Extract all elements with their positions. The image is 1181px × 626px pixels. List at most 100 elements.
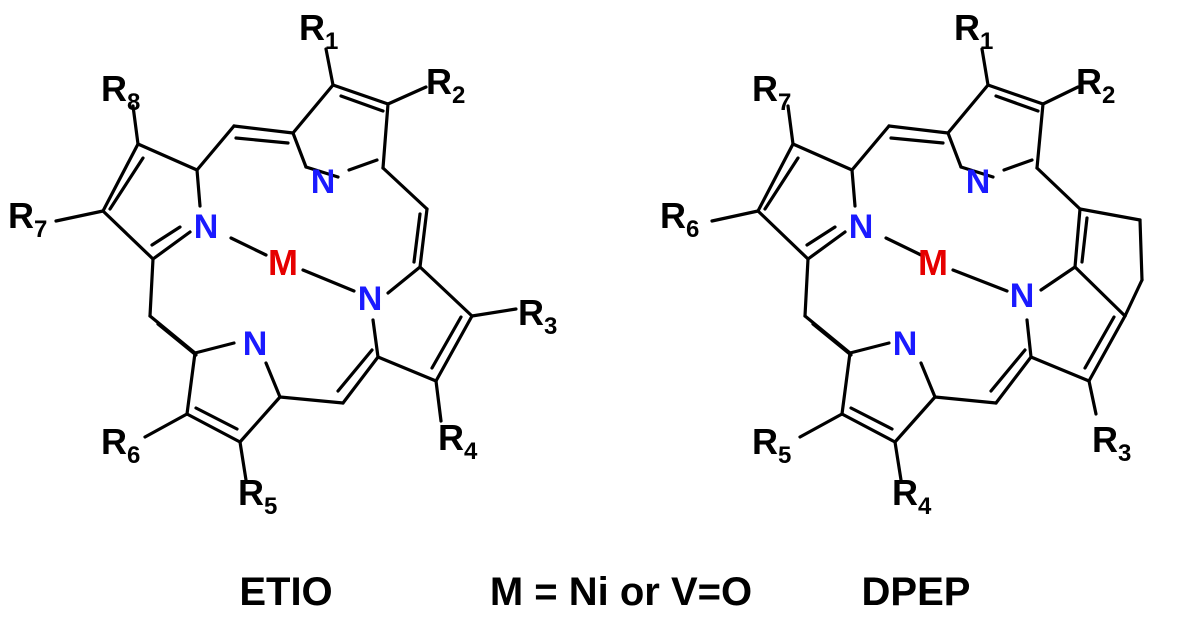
- etio-bond-8: [386, 85, 428, 106]
- etio-substituent-r8: R8: [101, 68, 140, 116]
- etio-bond-28: [193, 341, 236, 355]
- etio-bond-17: [108, 156, 145, 211]
- etio-nitrogen-bottom: N: [243, 325, 268, 363]
- caption-dpep: DPEP: [862, 570, 971, 614]
- etio-bond-18: [150, 225, 182, 247]
- dpep-bond-2: [1035, 102, 1045, 170]
- dpep-bond-11: [889, 136, 945, 145]
- dpep-bond-16: [850, 168, 857, 208]
- dpep-bond-31: [893, 440, 903, 482]
- dpep-bond-35: [1029, 355, 1091, 383]
- etio-bond-38: [386, 265, 422, 295]
- dpep-bond-6: [1002, 158, 1034, 172]
- etio-nitrogen-left: N: [194, 208, 219, 246]
- dpep-substituent-r1: R1: [954, 7, 993, 55]
- etio-bond-24: [185, 351, 197, 416]
- etio-bond-46: [229, 236, 268, 257]
- dpep-bond-17: [763, 156, 800, 211]
- dpep-bond-45: [1078, 207, 1142, 222]
- etio-bond-32: [278, 395, 345, 405]
- dpep-bond-33: [994, 355, 1033, 405]
- dpep-bond-19: [786, 104, 795, 146]
- dpep-nitrogen-left: N: [849, 208, 874, 246]
- dpep-bond-8: [1041, 85, 1080, 106]
- dpep-bond-25: [840, 412, 897, 444]
- dpep-substituent-r7: R7: [752, 68, 791, 116]
- dpep-substituent-r3: R3: [1092, 419, 1131, 467]
- etio-bond-2: [381, 102, 390, 170]
- dpep-bond-34: [989, 348, 1027, 393]
- caption-etio: ETIO: [239, 570, 332, 614]
- dpep-bond-9: [887, 124, 950, 135]
- etio-bond-16: [195, 168, 202, 208]
- etio-bond-1: [331, 83, 390, 106]
- etio-bond-27: [264, 361, 282, 399]
- dpep-bond-39: [1025, 318, 1033, 359]
- etio-porphyrin-structure: N N N N M R1 R2 R3 R4 R5 R6 R7 R8: [8, 7, 557, 520]
- etio-bond-10: [195, 124, 236, 172]
- etio-bond-15: [151, 230, 192, 261]
- dpep-bond-30: [798, 412, 844, 439]
- etio-bond-4: [291, 131, 308, 169]
- dpep-substituent-r2: R2: [1076, 61, 1115, 109]
- etio-bond-47: [301, 268, 356, 293]
- dpep-bond-49: [951, 268, 1009, 293]
- etio-bond-6: [347, 158, 379, 172]
- dpep-bond-7: [980, 47, 990, 87]
- etio-substituent-r1: R1: [299, 7, 338, 55]
- dpep-bond-41: [1087, 379, 1098, 416]
- etio-bond-42: [470, 307, 518, 318]
- dpep-bond-18: [805, 225, 837, 247]
- etio-bond-7: [324, 47, 335, 87]
- etio-bond-33: [341, 355, 380, 405]
- dpep-bond-40: [1083, 315, 1116, 370]
- etio-bond-29: [194, 406, 239, 431]
- dpep-bond-0: [946, 83, 990, 135]
- etio-bond-23: [156, 322, 198, 357]
- dpep-bond-42: [1035, 166, 1082, 211]
- dpep-substituent-r6: R6: [660, 195, 699, 243]
- etio-substituent-r4: R4: [438, 417, 478, 465]
- etio-bond-43: [418, 207, 429, 269]
- etio-bond-45: [412, 212, 422, 264]
- dpep-bond-12: [791, 142, 854, 172]
- dpep-bond-3: [959, 165, 995, 179]
- dpep-bond-14: [756, 209, 810, 261]
- dpep-bond-26: [893, 395, 937, 444]
- etio-bond-12: [136, 142, 199, 172]
- dpep-bond-46: [1138, 218, 1144, 282]
- etio-bond-5: [339, 94, 385, 113]
- dpep-bond-21: [803, 257, 810, 318]
- etio-bond-40: [430, 315, 463, 370]
- dpep-bond-37: [1073, 265, 1127, 318]
- etio-nitrogen-right: N: [358, 280, 383, 318]
- etio-bond-0: [291, 83, 335, 135]
- etio-bond-21: [148, 257, 155, 318]
- dpep-bond-23: [811, 322, 853, 357]
- dpep-bond-48: [884, 236, 923, 257]
- etio-bond-31: [238, 440, 248, 482]
- dpep-bond-24: [840, 351, 852, 416]
- dpep-bond-15: [806, 230, 847, 261]
- etio-bond-14: [101, 209, 155, 261]
- etio-substituent-r6: R6: [101, 421, 140, 469]
- etio-substituent-r2: R2: [426, 61, 465, 109]
- etio-bond-26: [238, 395, 282, 444]
- dpep-bond-4: [946, 131, 963, 169]
- dpep-bond-32: [933, 395, 998, 405]
- dpep-bond-27: [919, 361, 937, 399]
- etio-bond-9: [232, 124, 295, 135]
- dpep-substituent-r5: R5: [752, 421, 791, 469]
- dpep-bond-29: [849, 406, 894, 431]
- etio-bond-11: [234, 136, 290, 145]
- dpep-bond-36: [1087, 314, 1127, 383]
- dpep-bond-13: [756, 142, 795, 213]
- etio-bond-lines: [54, 47, 518, 482]
- dpep-bond-44: [1080, 216, 1089, 264]
- etio-bond-34: [336, 348, 374, 393]
- etio-metal-center: M: [268, 242, 298, 283]
- etio-bond-19: [131, 104, 140, 146]
- etio-bond-44: [381, 166, 429, 211]
- dpep-bond-43: [1073, 207, 1082, 269]
